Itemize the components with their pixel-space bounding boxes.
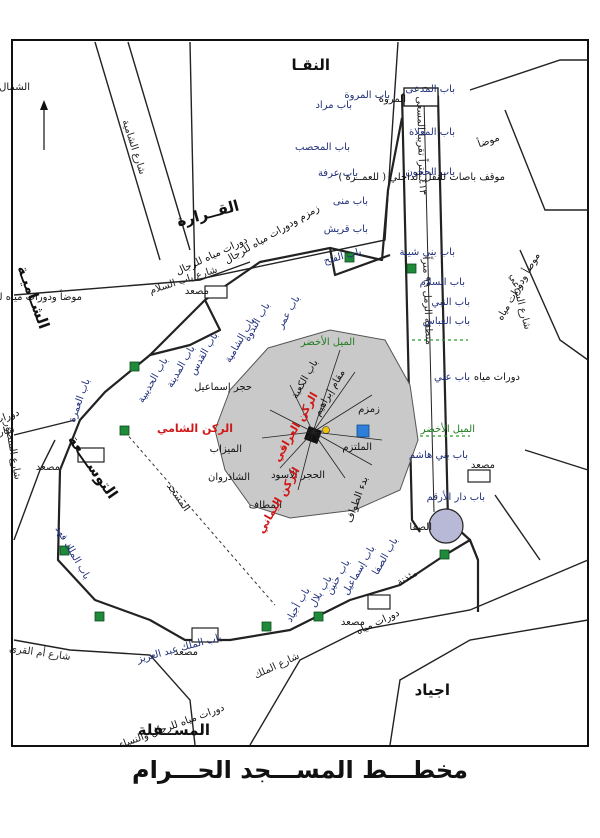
- wudu-label: موضأ: [476, 130, 502, 151]
- area-qarara: القــرارة: [175, 196, 241, 230]
- road-east-1: [504, 109, 588, 211]
- inner-wall-n: [328, 247, 391, 277]
- elevator-block: [367, 594, 391, 610]
- road-ajyad: [389, 619, 589, 746]
- place-zamzam: زمزم: [358, 404, 380, 415]
- bus-stop-label: موقف باصات للنقل الداخلي ( للعمــرة ): [338, 172, 505, 183]
- gate-nabi[interactable]: باب النبي: [431, 297, 470, 308]
- place-mizab: الميزاب: [210, 444, 242, 455]
- road-qarara: [189, 41, 399, 281]
- masaa-west-wall: [400, 94, 421, 533]
- elevator-block: [467, 469, 491, 483]
- street-shamiya: شارع الشامية: [120, 118, 148, 176]
- elevator-block: [77, 447, 105, 463]
- kaaba-icon: [304, 426, 322, 444]
- road-shamiya-left: [94, 41, 161, 261]
- elevator-block: [191, 627, 219, 643]
- green-mile-top: الميل الأخضر: [300, 335, 355, 348]
- place-multazam: الملتزم: [342, 442, 372, 453]
- gate-maala[interactable]: باب المعلاة: [409, 127, 455, 138]
- gate-mina[interactable]: باب منى: [333, 196, 368, 207]
- road-east-3: [524, 449, 589, 471]
- place-safa: الصفا: [409, 522, 432, 533]
- corner-shami: الركن الشامي: [157, 422, 233, 435]
- toilets-label: دورات مياه: [474, 372, 520, 383]
- matef-area: [214, 329, 419, 519]
- minaret-marker: [439, 549, 450, 560]
- road-naqa-east: [469, 59, 588, 91]
- green-mile-bottom: الميل الأخضر: [420, 422, 475, 435]
- pointer-lines: [261, 349, 383, 491]
- road-shubaika: [13, 419, 76, 436]
- gate-dar-arqam[interactable]: باب دار الأرقم: [427, 490, 485, 503]
- place-matef: المطاف: [249, 500, 282, 511]
- minaret-marker: [59, 545, 70, 556]
- gate-safa[interactable]: باب الصفا: [371, 536, 401, 577]
- area-misfala: المســفلة: [138, 721, 210, 739]
- road-east-4: [494, 494, 541, 561]
- north-arrow-icon: [40, 100, 48, 150]
- maqam-icon: [322, 426, 330, 434]
- safa-circle: [428, 508, 464, 544]
- gate-bani-hashim[interactable]: باب بني هاشم: [409, 450, 468, 461]
- marwa-block: [403, 87, 439, 107]
- masaa-divider: [423, 99, 435, 513]
- street-mansour: شارع المنصور: [2, 420, 23, 481]
- masaa-length: ٤١٣ متراً تقريبا: [415, 133, 431, 195]
- inner-wall-nw: [149, 299, 222, 357]
- minaret-marker: [406, 263, 417, 274]
- map-title: مخطـــط المســـجد الحـــرام: [132, 756, 468, 784]
- place-marwa: المروة: [379, 94, 406, 105]
- road-malik: [249, 559, 589, 746]
- minaret-marker: [94, 611, 105, 622]
- street-malik: شارع الملك: [252, 651, 301, 682]
- north-label: الشمال: [0, 82, 30, 93]
- road-mansour: [13, 439, 56, 541]
- gate-arafa[interactable]: باب عرفة: [318, 168, 358, 179]
- road-east-2: [519, 249, 589, 361]
- place-black-stone: الحجر الأسود: [271, 468, 325, 481]
- gate-umra[interactable]: باب العمرة: [67, 377, 93, 424]
- gate-bani-shaiba[interactable]: باب بني شيبة: [399, 247, 455, 258]
- elevator-label: مصعد: [341, 617, 365, 628]
- area-naqa: النقـا: [292, 56, 330, 74]
- elevator-block: [204, 285, 228, 299]
- minaret-marker: [261, 621, 272, 632]
- wudu-men-label: موضأ ودورات مياه للرجال: [0, 289, 82, 303]
- road-ummqura: [13, 639, 196, 746]
- elevator-label: مصعد: [471, 460, 495, 471]
- old-mosque-boundary: [124, 431, 276, 606]
- place-masjid: المسجد: [164, 481, 191, 514]
- mosque-outer-wall: [56, 117, 480, 642]
- minaret-label: مئذنة: [395, 568, 419, 588]
- gate-salam[interactable]: باب السلام: [420, 277, 465, 288]
- zamzam-well-icon: [356, 424, 370, 438]
- place-hijr: حجر إسماعيل: [194, 382, 252, 393]
- gate-umar[interactable]: باب عمر: [275, 294, 303, 331]
- gate-hujun[interactable]: باب الحجون: [405, 167, 455, 178]
- road-salam: [13, 261, 251, 296]
- gate-abbas[interactable]: باب العباس: [423, 316, 470, 327]
- area-tawsea: التوســـعة: [64, 431, 121, 502]
- minaret-marker: [119, 425, 130, 436]
- gate-muhassab[interactable]: باب المحصب: [295, 142, 350, 153]
- elevator-label: مصعد: [185, 286, 209, 297]
- elevator-label: مصعد: [36, 462, 60, 473]
- road-shamiya-right: [127, 41, 191, 251]
- gate-murad[interactable]: باب مراد: [315, 100, 352, 111]
- gate-ali[interactable]: باب علي: [434, 372, 470, 383]
- minaret-marker: [313, 611, 324, 622]
- minaret-marker: [344, 252, 355, 263]
- elevator-label: مصعد: [174, 647, 198, 658]
- area-ajyad: اجياد: [415, 681, 450, 699]
- gate-quraysh[interactable]: باب قريش: [324, 224, 368, 235]
- map-frame: [11, 39, 589, 747]
- gate-marwa[interactable]: باب المروة: [344, 90, 390, 101]
- place-shadharwan: الشاذروان: [208, 472, 250, 483]
- masaa-label: المسعى: [414, 96, 426, 130]
- gate-mudda[interactable]: باب المدعى: [405, 84, 455, 95]
- minaret-marker: [129, 361, 140, 372]
